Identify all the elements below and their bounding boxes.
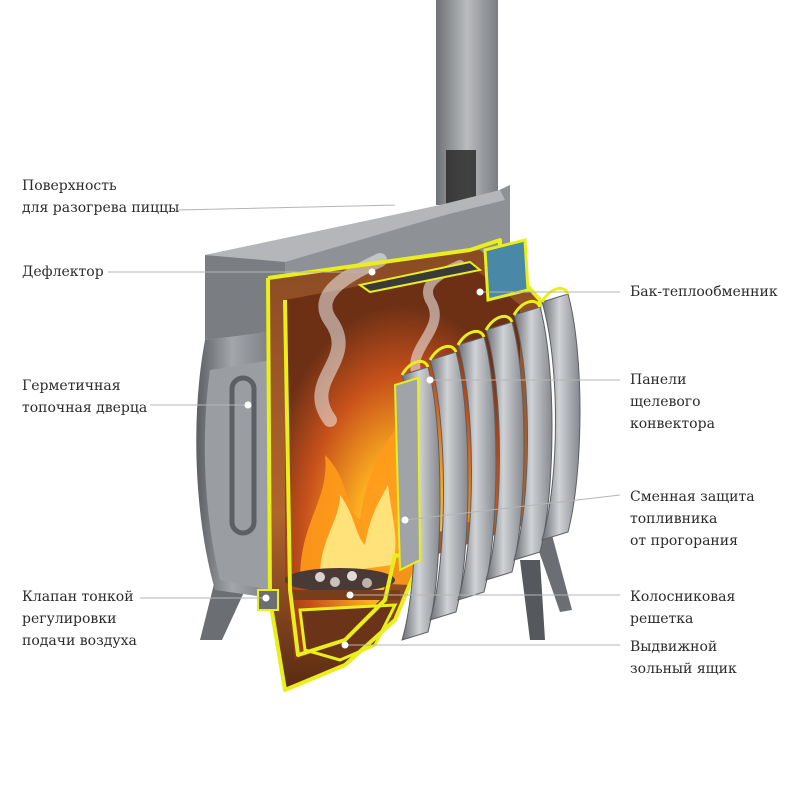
heat-exchanger-tank bbox=[483, 238, 530, 302]
chimney-pipe bbox=[436, 0, 498, 220]
label-pizza-surface: Поверхность для разогрева пиццы bbox=[22, 175, 179, 219]
convector-fin bbox=[513, 306, 553, 561]
label-ash-drawer: Выдвижной зольный ящик bbox=[630, 636, 737, 680]
door-handle bbox=[229, 375, 257, 536]
label-line: от прогорания bbox=[630, 533, 738, 549]
burnout-protection-plate bbox=[393, 376, 422, 572]
label-line: Герметичная bbox=[22, 378, 121, 394]
convector-fin-cut bbox=[400, 359, 430, 376]
label-line: для разогрева пиццы bbox=[22, 200, 180, 216]
label-line: Клапан тонкой bbox=[22, 589, 134, 605]
label-convector-panels: Панели щелевого конвектора bbox=[630, 369, 715, 435]
label-line: топливника bbox=[630, 511, 718, 527]
convector-fin bbox=[485, 321, 525, 581]
label-grate: Колосниковая решетка bbox=[630, 586, 735, 630]
label-line: Выдвижной bbox=[630, 639, 718, 655]
label-line: Панели bbox=[630, 372, 687, 388]
deflector bbox=[357, 260, 483, 294]
leader-dots bbox=[244, 201, 484, 649]
leader-lines bbox=[108, 204, 621, 646]
label-line: щелевого bbox=[630, 394, 701, 410]
convector-fin bbox=[429, 351, 469, 621]
label-burnout-protection: Сменная защита топливника от прогорания bbox=[630, 486, 755, 552]
convector-fin-cut bbox=[428, 344, 458, 361]
label-sealed-door: Герметичная топочная дверца bbox=[22, 375, 147, 419]
label-line: Дефлектор bbox=[22, 264, 104, 280]
label-line: решетка bbox=[630, 611, 694, 627]
leader-pizza-surface bbox=[177, 204, 399, 211]
label-air-valve: Клапан тонкой регулировки подачи воздуха bbox=[22, 586, 137, 652]
pizza-surface bbox=[205, 190, 505, 262]
convector-fin-cut bbox=[484, 314, 514, 331]
convector-panels bbox=[400, 286, 581, 641]
coals bbox=[285, 568, 395, 592]
sealed-door bbox=[204, 360, 272, 590]
label-line: подачи воздуха bbox=[22, 633, 137, 649]
label-line: конвектора bbox=[630, 416, 715, 432]
convector-fin bbox=[457, 336, 497, 601]
label-line: топочная дверца bbox=[22, 400, 148, 416]
label-line: Колосниковая bbox=[630, 589, 736, 605]
label-line: Сменная защита bbox=[630, 489, 755, 505]
label-heat-exchanger: Бак-теплообменник bbox=[630, 281, 778, 303]
leader-burnout-protection bbox=[404, 494, 621, 521]
label-line: регулировки bbox=[22, 611, 117, 627]
convector-fin bbox=[541, 293, 581, 541]
label-deflector: Дефлектор bbox=[22, 261, 104, 283]
convector-fin-cut bbox=[456, 329, 486, 346]
label-line: Бак-теплообменник bbox=[630, 284, 778, 300]
label-line: Поверхность bbox=[22, 178, 117, 194]
convector-fin-cut bbox=[512, 299, 542, 316]
stove-legs bbox=[200, 535, 572, 640]
label-line: зольный ящик bbox=[630, 661, 737, 677]
